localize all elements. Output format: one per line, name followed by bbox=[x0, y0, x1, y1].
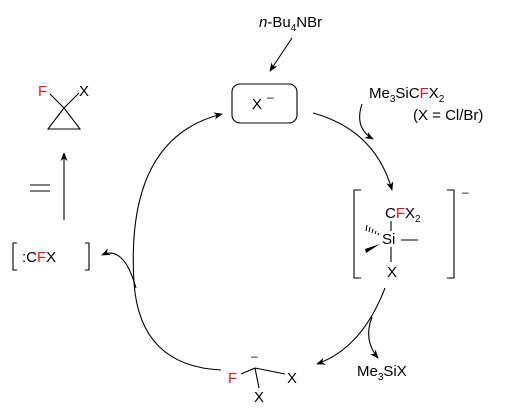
anion-box-frame bbox=[231, 83, 298, 124]
silane-addition-arrow bbox=[359, 103, 374, 140]
silicate-intermediate: – CFX2 Si X bbox=[353, 185, 469, 281]
carbene-bracket-right bbox=[85, 242, 90, 271]
silane-note: (X = Cl/Br) bbox=[413, 107, 483, 124]
carbene-label: :CFX bbox=[22, 249, 56, 266]
si-methyl-wedge bbox=[365, 244, 380, 253]
cyclopropane-ring bbox=[46, 107, 82, 130]
carbanion-cx-bond bbox=[254, 367, 286, 375]
carbanion-cf-bond bbox=[240, 367, 256, 375]
cyclopropane-product: F X bbox=[38, 83, 89, 130]
catalyst-arrow bbox=[269, 37, 293, 72]
silicate-cfx2-label: CFX2 bbox=[385, 205, 421, 225]
silicon-label: Si bbox=[382, 231, 395, 248]
anion-charge: – bbox=[267, 90, 274, 104]
carbene-release-arrow bbox=[101, 248, 137, 289]
anion-label: X bbox=[252, 96, 262, 113]
catalyst-label: n-Bu4NBr bbox=[259, 14, 322, 34]
cycle-arc-anion-to-silicate bbox=[312, 112, 394, 191]
product-cf-bond bbox=[49, 93, 65, 109]
carbanion-intermediate: F X X – bbox=[228, 349, 297, 406]
carbene-species: :CFX bbox=[12, 242, 90, 271]
carbene-bracket-left bbox=[12, 242, 17, 271]
cycle-arc-silicate-to-carbanion bbox=[316, 287, 386, 365]
silicate-bracket-right bbox=[447, 189, 455, 279]
carbanion-fluorine-label: F bbox=[228, 370, 237, 387]
silicate-charge: – bbox=[462, 185, 469, 199]
cycle-arc-carbanion-to-anion bbox=[132, 112, 223, 371]
silicate-bracket-left bbox=[353, 189, 361, 279]
byproduct-label: Me3SiX bbox=[357, 363, 407, 383]
carbanion-cx-bond-bottom bbox=[254, 367, 260, 389]
alkene-symbol bbox=[30, 184, 50, 192]
carbanion-x-label-bottom: X bbox=[254, 389, 264, 406]
carbanion-charge: – bbox=[251, 349, 258, 363]
byproduct-release-arrow bbox=[368, 316, 379, 359]
product-fluorine-label: F bbox=[38, 83, 47, 100]
product-x-label: X bbox=[79, 83, 89, 100]
carbanion-x-label-right: X bbox=[287, 370, 297, 387]
si-methyl-hash bbox=[365, 224, 380, 236]
product-cx-bond bbox=[63, 92, 80, 109]
silane-reagent-label: Me3SiCFX2 bbox=[369, 85, 445, 105]
anion-box: X – bbox=[231, 83, 298, 124]
silicate-x-label: X bbox=[387, 264, 397, 281]
